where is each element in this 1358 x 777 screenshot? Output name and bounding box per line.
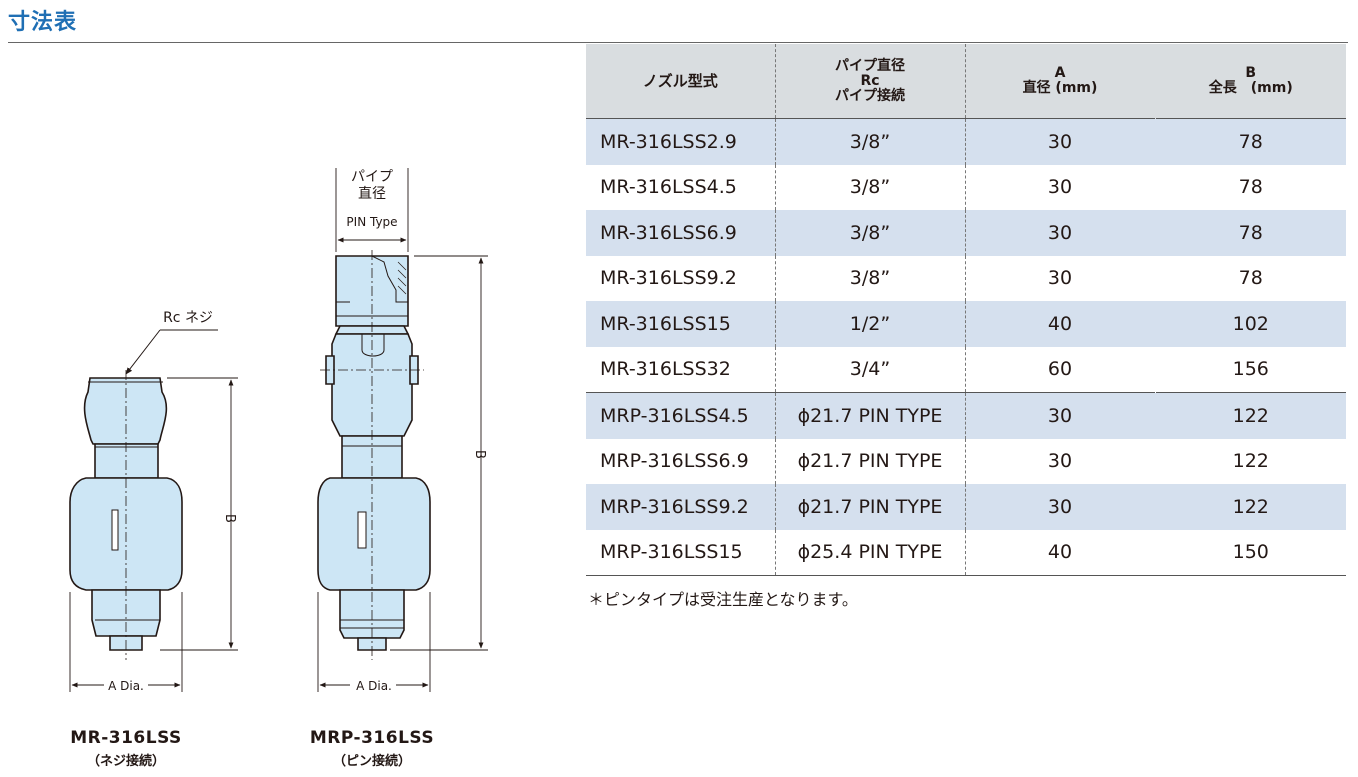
cell-model: MR-316LSS2.9 <box>586 118 776 165</box>
page-title: 寸法表 <box>8 10 78 35</box>
cell-pipe: ϕ21.7 PIN TYPE <box>775 392 966 439</box>
mr-316lss-model: MR-316LSS <box>70 728 182 748</box>
cell-b: 78 <box>1238 267 1263 290</box>
header-pipe: パイプ直径 Rc パイプ接続 <box>775 44 966 119</box>
header-b: B 全長 (mm) <box>1155 44 1346 119</box>
mr-316lss-connection: （ネジ接続） <box>86 754 165 769</box>
cell-model: MR-316LSS4.5 <box>586 164 776 210</box>
cell-a: 40 <box>965 301 1155 347</box>
cell-model: MR-316LSS6.9 <box>586 210 776 256</box>
cell-a: 30 <box>1047 176 1073 199</box>
table-row: MR-316LSS2.9 3/8” 30 78 <box>586 118 1346 165</box>
header-model-label: ノズル型式 <box>642 71 718 90</box>
header-a-line2: 直径 (mm) <box>1022 80 1098 96</box>
table-row: MRP-316LSS4.5 ϕ21.7 PIN TYPE 30 122 <box>586 392 1346 439</box>
table-header-row: ノズル型式 パイプ直径 Rc パイプ接続 A 直径 (mm) B 全長 (mm) <box>586 44 1346 119</box>
cell-b: 150 <box>1155 529 1346 576</box>
cell-model: MRP-316LSS15 <box>586 529 776 576</box>
dimension-b-right-label: B <box>472 450 487 459</box>
header-b-line1: B <box>1245 65 1257 81</box>
mrp-316lss-caption: MRP-316LSS （ピン接続） <box>290 728 454 769</box>
table-row: MR-316LSS32 3/4” 60 156 <box>586 346 1346 393</box>
dimension-b-left <box>160 377 238 651</box>
cell-b: 122 <box>1155 484 1346 530</box>
title-divider <box>8 42 1348 43</box>
mrp-316lss-connection: （ピン接続） <box>332 754 411 769</box>
cell-pipe: 3/8” <box>775 255 966 301</box>
footnote: ＊ピンタイプは受注生産となります。 <box>588 590 858 609</box>
cell-pipe: ϕ21.7 PIN TYPE <box>775 438 966 484</box>
cell-a: 60 <box>1047 358 1073 381</box>
cell-a: 30 <box>965 484 1155 530</box>
cell-a: 30 <box>1047 267 1073 290</box>
mrp-316lss-body <box>317 255 431 651</box>
cell-pipe: ϕ21.7 PIN TYPE <box>775 484 966 530</box>
cell-model: MR-316LSS15 <box>586 301 776 347</box>
dimension-b-left-label: B <box>222 514 237 523</box>
cell-pipe: 3/8” <box>775 118 966 165</box>
dimension-a-right <box>317 592 431 692</box>
pin-type-label: PIN Type <box>346 215 397 229</box>
cell-b: 122 <box>1155 392 1346 439</box>
table-row: MR-316LSS15 1/2” 40 102 <box>586 301 1346 347</box>
header-b-line2: 全長 (mm) <box>1208 80 1293 96</box>
cell-b: 78 <box>1155 118 1346 165</box>
header-pipe-line3: パイプ接続 <box>835 87 905 104</box>
cell-pipe: 3/4” <box>775 346 966 393</box>
cell-b: 122 <box>1232 450 1269 473</box>
cell-model: MRP-316LSS6.9 <box>586 438 776 484</box>
cell-a: 30 <box>965 210 1155 256</box>
header-pipe-line2: Rc <box>860 72 880 89</box>
table-row: MRP-316LSS9.2 ϕ21.7 PIN TYPE 30 122 <box>586 484 1346 530</box>
cell-pipe: 3/8” <box>775 164 966 210</box>
rc-thread-callout: Rc ネジ <box>125 310 218 375</box>
cell-pipe: 3/8” <box>775 210 966 256</box>
header-pipe-line1: パイプ直径 <box>835 57 905 74</box>
cell-b: 156 <box>1232 358 1269 381</box>
rc-thread-label: Rc ネジ <box>163 310 213 326</box>
nozzle-drawings: Rc ネジ B A Dia. <box>0 150 560 777</box>
cell-model: MRP-316LSS4.5 <box>586 392 776 439</box>
pipe-label-line2: 直径 <box>358 185 386 202</box>
pipe-label-line1: パイプ <box>351 169 393 185</box>
cell-a: 30 <box>965 118 1155 165</box>
cell-model: MRP-316LSS9.2 <box>586 484 776 530</box>
pipe-diameter-dimension <box>335 168 409 252</box>
table-row: MRP-316LSS15 ϕ25.4 PIN TYPE 40 150 <box>586 529 1346 576</box>
table-row: MR-316LSS9.2 3/8” 30 78 <box>586 255 1346 301</box>
cell-model: MR-316LSS9.2 <box>586 255 776 301</box>
dimension-a-right-label: A Dia. <box>356 679 392 693</box>
cell-a: 40 <box>965 529 1155 576</box>
cell-pipe: 1/2” <box>775 301 966 347</box>
header-model: ノズル型式 <box>586 44 776 119</box>
cell-b: 78 <box>1155 210 1346 256</box>
cell-pipe: ϕ25.4 PIN TYPE <box>775 529 966 576</box>
header-a-line1: A <box>1054 65 1066 81</box>
nozzle-drawings-svg: Rc ネジ B A Dia. <box>69 168 488 693</box>
mr-316lss-caption: MR-316LSS （ネジ接続） <box>46 728 206 769</box>
dimension-a-left <box>69 592 183 692</box>
mrp-316lss-model: MRP-316LSS <box>309 728 435 748</box>
dimension-b-right <box>390 255 488 651</box>
dimension-table: ノズル型式 パイプ直径 Rc パイプ接続 A 直径 (mm) B 全長 (mm)… <box>586 44 1346 576</box>
header-a: A 直径 (mm) <box>965 44 1155 119</box>
table-row: MR-316LSS4.5 3/8” 30 78 <box>586 164 1346 210</box>
cell-a: 30 <box>1047 450 1073 473</box>
cell-b: 78 <box>1238 176 1263 199</box>
dimension-a-left-label: A Dia. <box>108 679 144 693</box>
table-row: MRP-316LSS6.9 ϕ21.7 PIN TYPE 30 122 <box>586 438 1346 484</box>
cell-b: 102 <box>1155 301 1346 347</box>
cell-a: 30 <box>965 392 1155 439</box>
table-row: MR-316LSS6.9 3/8” 30 78 <box>586 210 1346 256</box>
cell-model: MR-316LSS32 <box>586 346 776 393</box>
